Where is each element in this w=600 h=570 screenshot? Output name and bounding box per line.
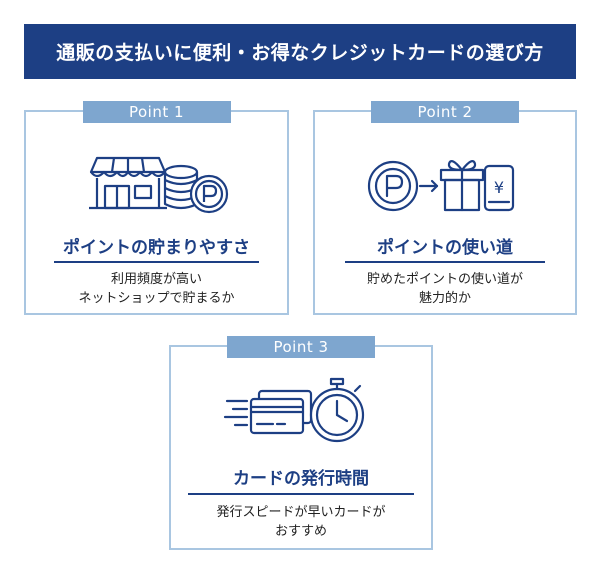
point-label-2: Point 2: [371, 101, 519, 123]
point-title-1: ポイントの貯まりやすさ: [63, 238, 250, 258]
page-title-banner: 通販の支払いに便利・お得なクレジットカードの選び方: [24, 24, 576, 79]
point-gift-icon: ¥: [315, 150, 575, 216]
point-desc-3-line-2: おすすめ: [274, 524, 327, 539]
point-desc-2-line-1: 貯めたポイントの使い道が: [366, 272, 523, 287]
point-desc-2: 貯めたポイントの使い道が 魅力的か: [315, 270, 575, 308]
point-rule-3: [188, 493, 414, 495]
point-desc-3: 発行スピードが早いカードが おすすめ: [171, 503, 431, 541]
point-rule-1: [54, 261, 259, 263]
point-desc-1-line-2: ネットショップで貯まるか: [78, 291, 235, 306]
shop-coins-icon: [26, 152, 287, 216]
card-stopwatch-icon: [171, 373, 431, 447]
point-card-3: Point 3: [169, 336, 433, 550]
page-title: 通販の支払いに便利・お得なクレジットカードの選び方: [56, 42, 544, 64]
point-label-1: Point 1: [82, 101, 231, 123]
svg-text:¥: ¥: [494, 178, 504, 197]
point-rule-2: [345, 261, 545, 263]
point-title-2: ポイントの使い道: [377, 238, 513, 258]
point-card-1: Point 1: [24, 101, 289, 315]
point-desc-2-line-2: 魅力的か: [418, 291, 471, 306]
point-desc-1: 利用頻度が高い ネットショップで貯まるか: [26, 270, 287, 308]
point-title-3: カードの発行時間: [233, 469, 369, 489]
point-desc-1-line-1: 利用頻度が高い: [110, 272, 202, 287]
point-desc-3-line-1: 発行スピードが早いカードが: [216, 505, 386, 520]
point-label-3: Point 3: [227, 336, 375, 358]
point-card-2: Point 2 ¥ ポイントの使: [313, 101, 577, 315]
